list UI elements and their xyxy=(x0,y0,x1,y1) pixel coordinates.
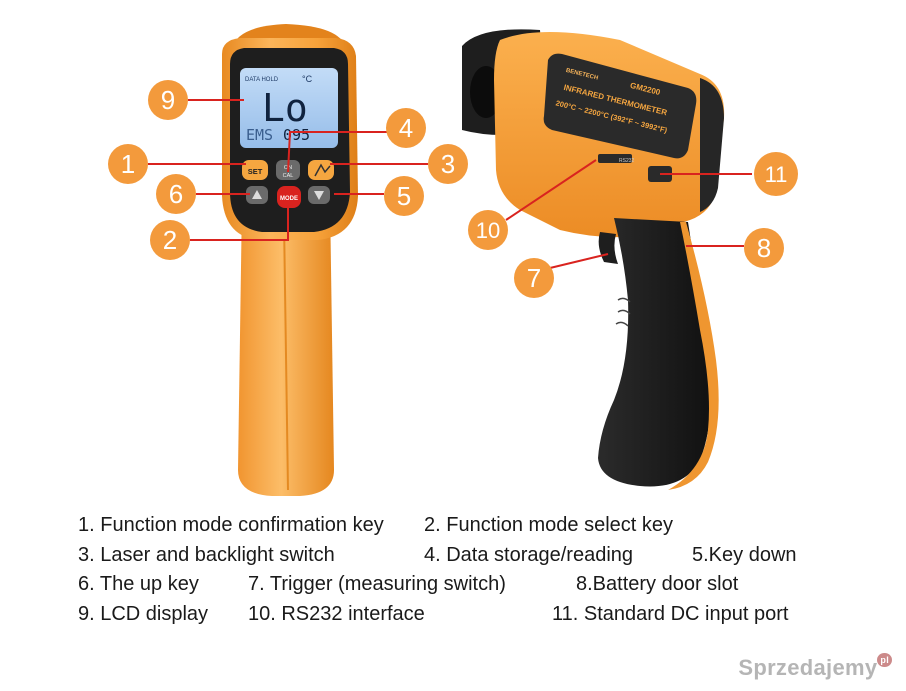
svg-text:10: 10 xyxy=(476,218,500,243)
lcd-ems-value: 095 xyxy=(283,126,310,144)
legend-item-11: 11. Standard DC input port xyxy=(552,602,789,625)
svg-text:RS232: RS232 xyxy=(619,158,635,164)
svg-text:2: 2 xyxy=(163,225,177,255)
svg-text:4: 4 xyxy=(399,113,413,143)
lcd-display xyxy=(240,68,338,148)
svg-text:11: 11 xyxy=(765,162,788,187)
callouts: 9 1 6 2 4 3 5 10 xyxy=(108,80,798,298)
legend-item-7: 7. Trigger (measuring switch) xyxy=(248,573,506,595)
svg-text:3: 3 xyxy=(441,149,455,179)
callout-2: 2 xyxy=(150,220,190,260)
lcd-main-reading: Lo xyxy=(262,86,308,130)
triangle-down-icon xyxy=(314,191,324,200)
legend-item-9: 9. LCD display xyxy=(78,602,209,625)
legend-item-6: 6. The up key xyxy=(78,573,199,595)
legend-row-3: 6. The up key 7. Trigger (measuring swit… xyxy=(78,573,838,603)
callout-10: 10 xyxy=(468,210,508,250)
svg-text:9: 9 xyxy=(161,85,175,115)
legend: 1. Function mode confirmation key 2. Fun… xyxy=(78,514,838,632)
svg-text:1: 1 xyxy=(121,149,135,179)
callout-9: 9 xyxy=(148,80,188,120)
callout-3: 3 xyxy=(428,144,468,184)
svg-text:CAL: CAL xyxy=(283,173,294,179)
triangle-up-icon xyxy=(252,190,262,199)
callout-11: 11 xyxy=(754,152,798,196)
side-grip xyxy=(598,218,711,487)
laser-backlight-button[interactable] xyxy=(308,160,334,180)
lcd-unit: °C xyxy=(302,74,313,84)
legend-row-4: 9. LCD display 10. RS232 interface 11. S… xyxy=(78,603,838,633)
front-thermometer: DATA HOLD °C Lo EMS 095 SET ON CAL MODE xyxy=(222,24,358,496)
legend-item-3: 3. Laser and backlight switch xyxy=(78,543,335,566)
svg-text:5: 5 xyxy=(397,181,411,211)
rs232-port[interactable] xyxy=(598,154,632,163)
side-label-plate xyxy=(543,53,697,159)
trigger[interactable] xyxy=(598,232,618,264)
lcd-hold-indicator: DATA HOLD xyxy=(245,77,279,83)
svg-text:8: 8 xyxy=(757,233,771,263)
laser-icon xyxy=(314,163,331,177)
legend-item-4: 4. Data storage/reading xyxy=(424,543,634,566)
legend-item-1: 1. Function mode confirmation key xyxy=(78,514,384,536)
mode-button[interactable] xyxy=(277,186,301,208)
lcd-ems-label: EMS xyxy=(246,126,273,144)
callout-5: 5 xyxy=(384,176,424,216)
legend-row-2: 3. Laser and backlight switch 4. Data st… xyxy=(78,544,838,574)
svg-text:7: 7 xyxy=(527,263,541,293)
set-button-label: SET xyxy=(248,167,263,176)
legend-item-10: 10. RS232 interface xyxy=(248,602,425,625)
set-button[interactable] xyxy=(242,160,268,180)
callout-8: 8 xyxy=(744,228,784,268)
svg-text:MODE: MODE xyxy=(280,196,298,202)
leader-lines xyxy=(148,99,752,269)
side-thermometer: BENETECH GM2200 INFRARED THERMOMETER 200… xyxy=(462,29,725,490)
legend-item-8: 8.Battery door slot xyxy=(576,573,739,595)
callout-7: 7 xyxy=(514,258,554,298)
legend-row-1: 1. Function mode confirmation key 2. Fun… xyxy=(78,514,838,544)
svg-text:6: 6 xyxy=(169,179,183,209)
callout-4: 4 xyxy=(386,108,426,148)
watermark-suffix: pl xyxy=(877,653,892,667)
callout-1: 1 xyxy=(108,144,148,184)
lens-opening xyxy=(470,66,502,118)
legend-item-5: 5.Key down xyxy=(692,543,797,566)
callout-6: 6 xyxy=(156,174,196,214)
legend-item-2: 2. Function mode select key xyxy=(424,514,674,536)
